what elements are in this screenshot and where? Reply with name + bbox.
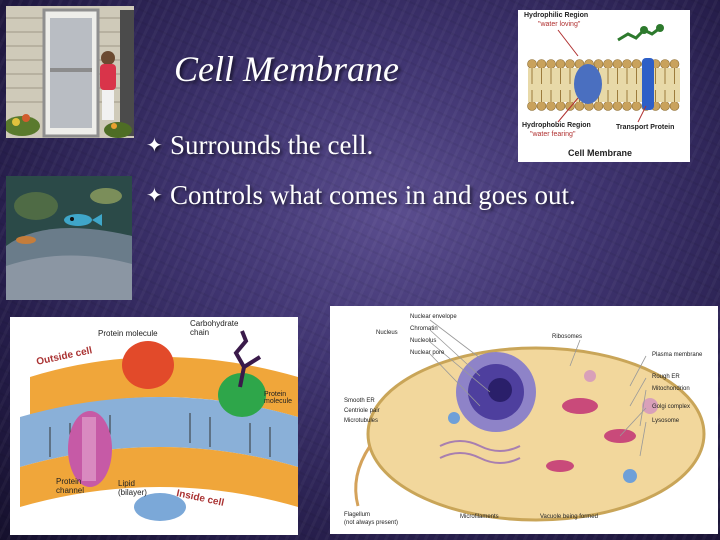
membrane-diagram-bottom: Protein molecule Carbohydrate chain Outs… — [10, 317, 298, 535]
label-vacuole: Vacuole being formed — [540, 514, 598, 520]
bullet-text: Surrounds the cell. — [170, 130, 373, 160]
label-nucleolus: Nucleolus — [410, 338, 436, 344]
bullet-item: ✦Surrounds the cell. — [146, 126, 576, 176]
label-flagellum: Flagellum — [344, 512, 370, 518]
photo-fish-scene — [6, 176, 132, 300]
photo-person-at-door — [6, 6, 134, 138]
label-centriole-pair: Centriole pair — [344, 408, 380, 414]
label-hydrophilic: Hydrophilic Region — [524, 12, 588, 19]
animal-cell-diagram: Nuclear envelope Nucleus Chromatin Nucle… — [330, 306, 718, 534]
cross-star-icon: ✦ — [146, 177, 164, 215]
label-microtubules: Microtubules — [344, 418, 378, 424]
label-protein-molecule: Protein molecule — [98, 329, 158, 338]
label-protein-molecule-right: Protein molecule — [264, 391, 298, 405]
bullet-item: ✦Controls what comes in and goes out. — [146, 176, 576, 226]
label-carbohydrate-chain: Carbohydrate chain — [190, 319, 250, 337]
label-lysosome: Lysosome — [652, 418, 679, 424]
label-microfilaments: Microfilaments — [460, 514, 499, 520]
label-smooth-er: Smooth ER — [344, 398, 375, 404]
label-cell-membrane-caption: Cell Membrane — [568, 148, 632, 158]
label-ribosomes: Ribosomes — [552, 334, 582, 340]
label-mitochondrion: Mitochondrion — [652, 386, 690, 392]
label-transport-protein: Transport Protein — [616, 124, 674, 131]
label-chromatin: Chromatin — [410, 326, 438, 332]
label-nuclear-envelope: Nuclear envelope — [410, 314, 457, 320]
label-lipid-bilayer: Lipid (bilayer) — [118, 479, 162, 497]
label-water-loving: "water loving" — [538, 21, 580, 28]
cross-star-icon: ✦ — [146, 127, 164, 165]
label-flagellum-note: (not always present) — [344, 520, 398, 526]
label-nuclear-pore: Nuclear pore — [410, 350, 444, 356]
label-nucleus: Nucleus — [376, 330, 398, 336]
label-rough-er: Rough ER — [652, 374, 680, 380]
bullet-list: ✦Surrounds the cell. ✦Controls what come… — [146, 126, 576, 226]
label-plasma-membrane: Plasma membrane — [652, 352, 702, 358]
slide-title: Cell Membrane — [174, 48, 399, 90]
bullet-text: Controls what comes in and goes out. — [170, 180, 576, 210]
label-golgi-complex: Golgi complex — [652, 404, 690, 410]
label-protein-channel: Protein channel — [56, 477, 106, 495]
